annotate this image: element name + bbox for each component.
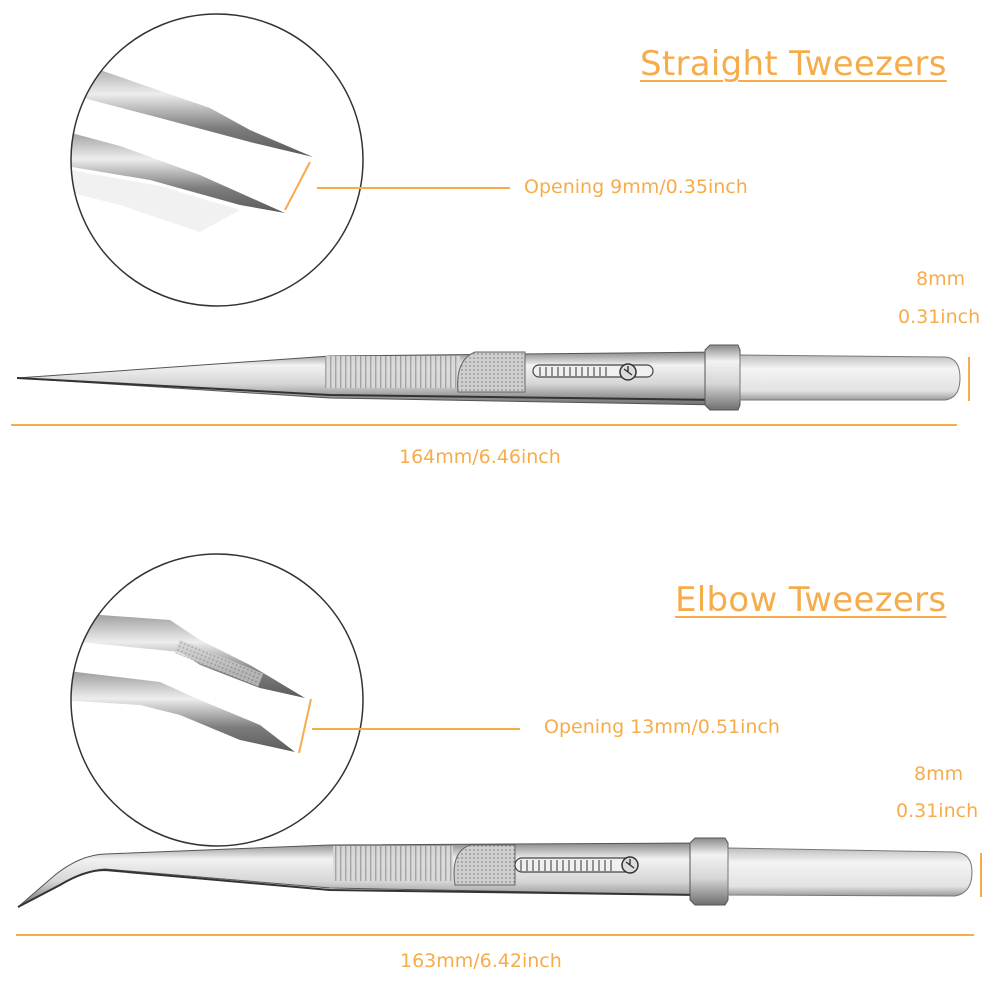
elbow-length-marker [16, 934, 974, 936]
straight-width-mm-label: 8mm [916, 268, 966, 290]
elbow-tweezers-title: Elbow Tweezers [675, 580, 947, 620]
elbow-width-inch-label: 0.31inch [896, 800, 979, 822]
elbow-width-marker [980, 853, 982, 897]
elbow-tip-magnifier [70, 553, 520, 847]
straight-width-marker [968, 357, 970, 401]
straight-length-marker [11, 424, 957, 426]
straight-length-label: 164mm/6.46inch [399, 446, 561, 468]
straight-opening-label: Opening 9mm/0.35inch [524, 176, 748, 198]
straight-width-inch-label: 0.31inch [898, 306, 981, 328]
elbow-opening-label: Opening 13mm/0.51inch [544, 716, 780, 738]
straight-tip-magnifier [70, 13, 510, 307]
straight-tweezers-title: Straight Tweezers [640, 44, 947, 84]
straight-tweezers-drawing [16, 344, 961, 411]
elbow-length-label: 163mm/6.42inch [400, 950, 562, 972]
elbow-tweezers-drawing [17, 837, 973, 908]
elbow-width-mm-label: 8mm [914, 763, 964, 785]
